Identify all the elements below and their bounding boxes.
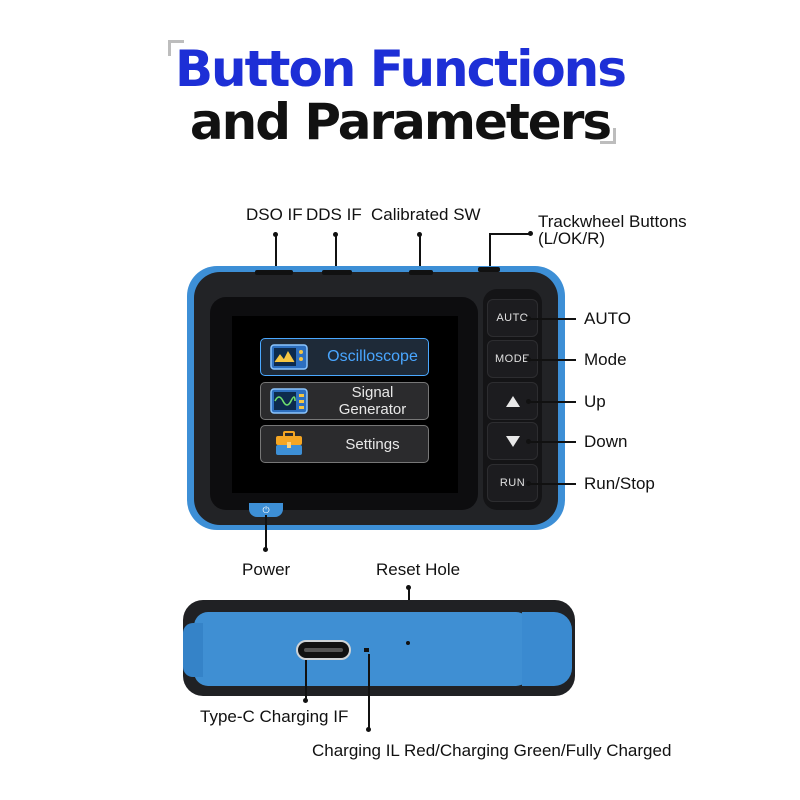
- callout-line: [489, 233, 491, 271]
- oscilloscope-icon: [261, 339, 317, 375]
- label-dso-if: DSO IF: [246, 205, 303, 224]
- toolbox-icon: [261, 426, 317, 462]
- callout-line: [489, 233, 530, 235]
- callout-dot: [366, 727, 371, 732]
- callout-dot: [528, 231, 533, 236]
- label-mode: Mode: [584, 350, 627, 369]
- callout-line: [528, 441, 576, 443]
- dds-port: [322, 270, 352, 275]
- device-bottom-cap-right: [522, 612, 572, 686]
- callout-line: [368, 654, 370, 729]
- power-button[interactable]: ⏻: [249, 503, 283, 517]
- device-bottom-bumper: [194, 612, 530, 686]
- dso-port: [255, 270, 293, 275]
- menu-item-settings[interactable]: Settings: [260, 425, 429, 463]
- menu-item-label: Signal Generator: [338, 384, 407, 418]
- signal-generator-icon: [261, 383, 317, 419]
- title-bracket-bottom-right: [600, 128, 616, 144]
- calibration-switch: [409, 270, 433, 275]
- callout-line: [265, 515, 267, 549]
- device-bottom-cap-left: [183, 623, 203, 677]
- label-type-c: Type-C Charging IF: [200, 707, 349, 726]
- menu-item-label: Oscilloscope: [327, 348, 418, 365]
- charging-indicator-light: [364, 648, 369, 652]
- callout-line: [335, 234, 337, 272]
- menu-item-oscilloscope[interactable]: Oscilloscope: [260, 338, 429, 376]
- power-icon: ⏻: [262, 504, 270, 515]
- arrow-up-icon: [505, 395, 520, 407]
- menu-item-signal-generator[interactable]: Signal Generator: [260, 382, 429, 420]
- label-charging-il: Charging IL Red/Charging Green/Fully Cha…: [312, 741, 672, 760]
- arrow-down-icon: [505, 435, 520, 447]
- callout-line: [305, 660, 307, 700]
- callout-line: [528, 483, 576, 485]
- title-line-2: and Parameters: [189, 93, 612, 151]
- type-c-port-inner: [304, 648, 343, 652]
- callout-line: [528, 401, 576, 403]
- label-power: Power: [242, 560, 291, 579]
- label-run-stop: Run/Stop: [584, 474, 655, 493]
- trackwheel: [478, 267, 500, 272]
- callout-line: [275, 234, 277, 272]
- menu-item-label: Settings: [345, 435, 400, 453]
- callout-line: [419, 234, 421, 272]
- callout-dot: [303, 698, 308, 703]
- callout-line: [528, 318, 576, 320]
- label-trackwheel-sub: (L/OK/R): [538, 229, 606, 248]
- label-down: Down: [584, 432, 628, 451]
- label-auto: AUTO: [584, 309, 631, 328]
- callout-dot: [263, 547, 268, 552]
- label-reset-hole: Reset Hole: [376, 560, 461, 579]
- label-up: Up: [584, 392, 606, 411]
- title-bracket-top-left: [168, 40, 184, 56]
- label-calibrated-sw: Calibrated SW: [371, 205, 481, 224]
- title-line-1: Button Functions: [174, 40, 627, 98]
- mode-button[interactable]: MODE: [487, 340, 538, 378]
- callout-line: [528, 359, 576, 361]
- label-dds-if: DDS IF: [306, 205, 362, 224]
- label-trackwheel: Trackwheel Buttons: [538, 212, 687, 231]
- reset-hole: [406, 641, 410, 645]
